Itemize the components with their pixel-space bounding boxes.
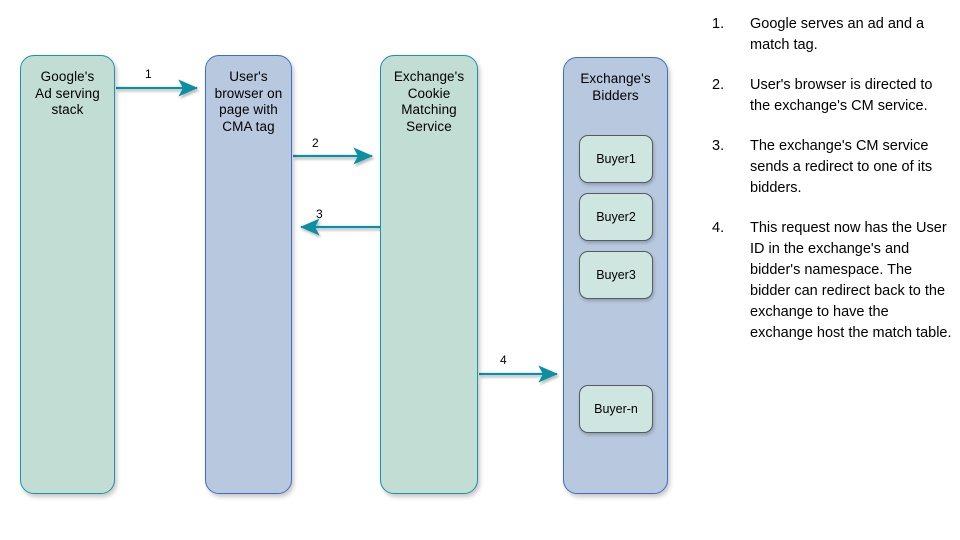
process-box-label: Google's Ad serving stack <box>35 69 100 117</box>
arrow-label-4: 4 <box>500 353 507 367</box>
list-item: 3. The exchange's CM service sends a red… <box>712 136 952 199</box>
buyer-box-label: Buyer1 <box>596 151 636 166</box>
process-box-label: User's browser on page with CMA tag <box>214 69 283 134</box>
step-number: 2. <box>712 77 725 93</box>
process-box-label: Exchange's Cookie Matching Service <box>393 69 465 134</box>
buyer-box-label: Buyer3 <box>596 267 636 282</box>
arrow-label-1: 1 <box>145 67 152 81</box>
buyer-box-label: Buyer-n <box>594 401 638 416</box>
process-box-google-ad-serving-stack[interactable]: Google's Ad serving stack <box>20 55 115 494</box>
step-number: 4. <box>712 220 725 236</box>
steps-list: 1. Google serves an ad and a match tag. … <box>712 14 952 363</box>
step-number: 3. <box>712 138 725 154</box>
step-text: This request now has the User ID in the … <box>750 220 952 341</box>
step-number: 1. <box>712 16 725 32</box>
buyer-box[interactable]: Buyer3 <box>579 251 653 299</box>
arrow-label-2: 2 <box>312 136 319 150</box>
list-item: 1. Google serves an ad and a match tag. <box>712 14 952 56</box>
list-item: 2. User's browser is directed to the exc… <box>712 75 952 117</box>
process-box-user-browser[interactable]: User's browser on page with CMA tag <box>205 55 292 494</box>
list-item: 4. This request now has the User ID in t… <box>712 218 952 344</box>
buyer-box[interactable]: Buyer1 <box>579 135 653 183</box>
buyer-box-label: Buyer2 <box>596 209 636 224</box>
buyer-box[interactable]: Buyer2 <box>579 193 653 241</box>
arrow-label-3: 3 <box>316 207 323 221</box>
buyer-box[interactable]: Buyer-n <box>579 385 653 433</box>
step-text: Google serves an ad and a match tag. <box>750 16 925 53</box>
process-box-label: Exchange's Bidders <box>580 71 651 103</box>
step-text: User's browser is directed to the exchan… <box>750 77 933 114</box>
step-text: The exchange's CM service sends a redire… <box>750 138 933 196</box>
process-box-exchange-cookie-matching-service[interactable]: Exchange's Cookie Matching Service <box>380 55 478 494</box>
